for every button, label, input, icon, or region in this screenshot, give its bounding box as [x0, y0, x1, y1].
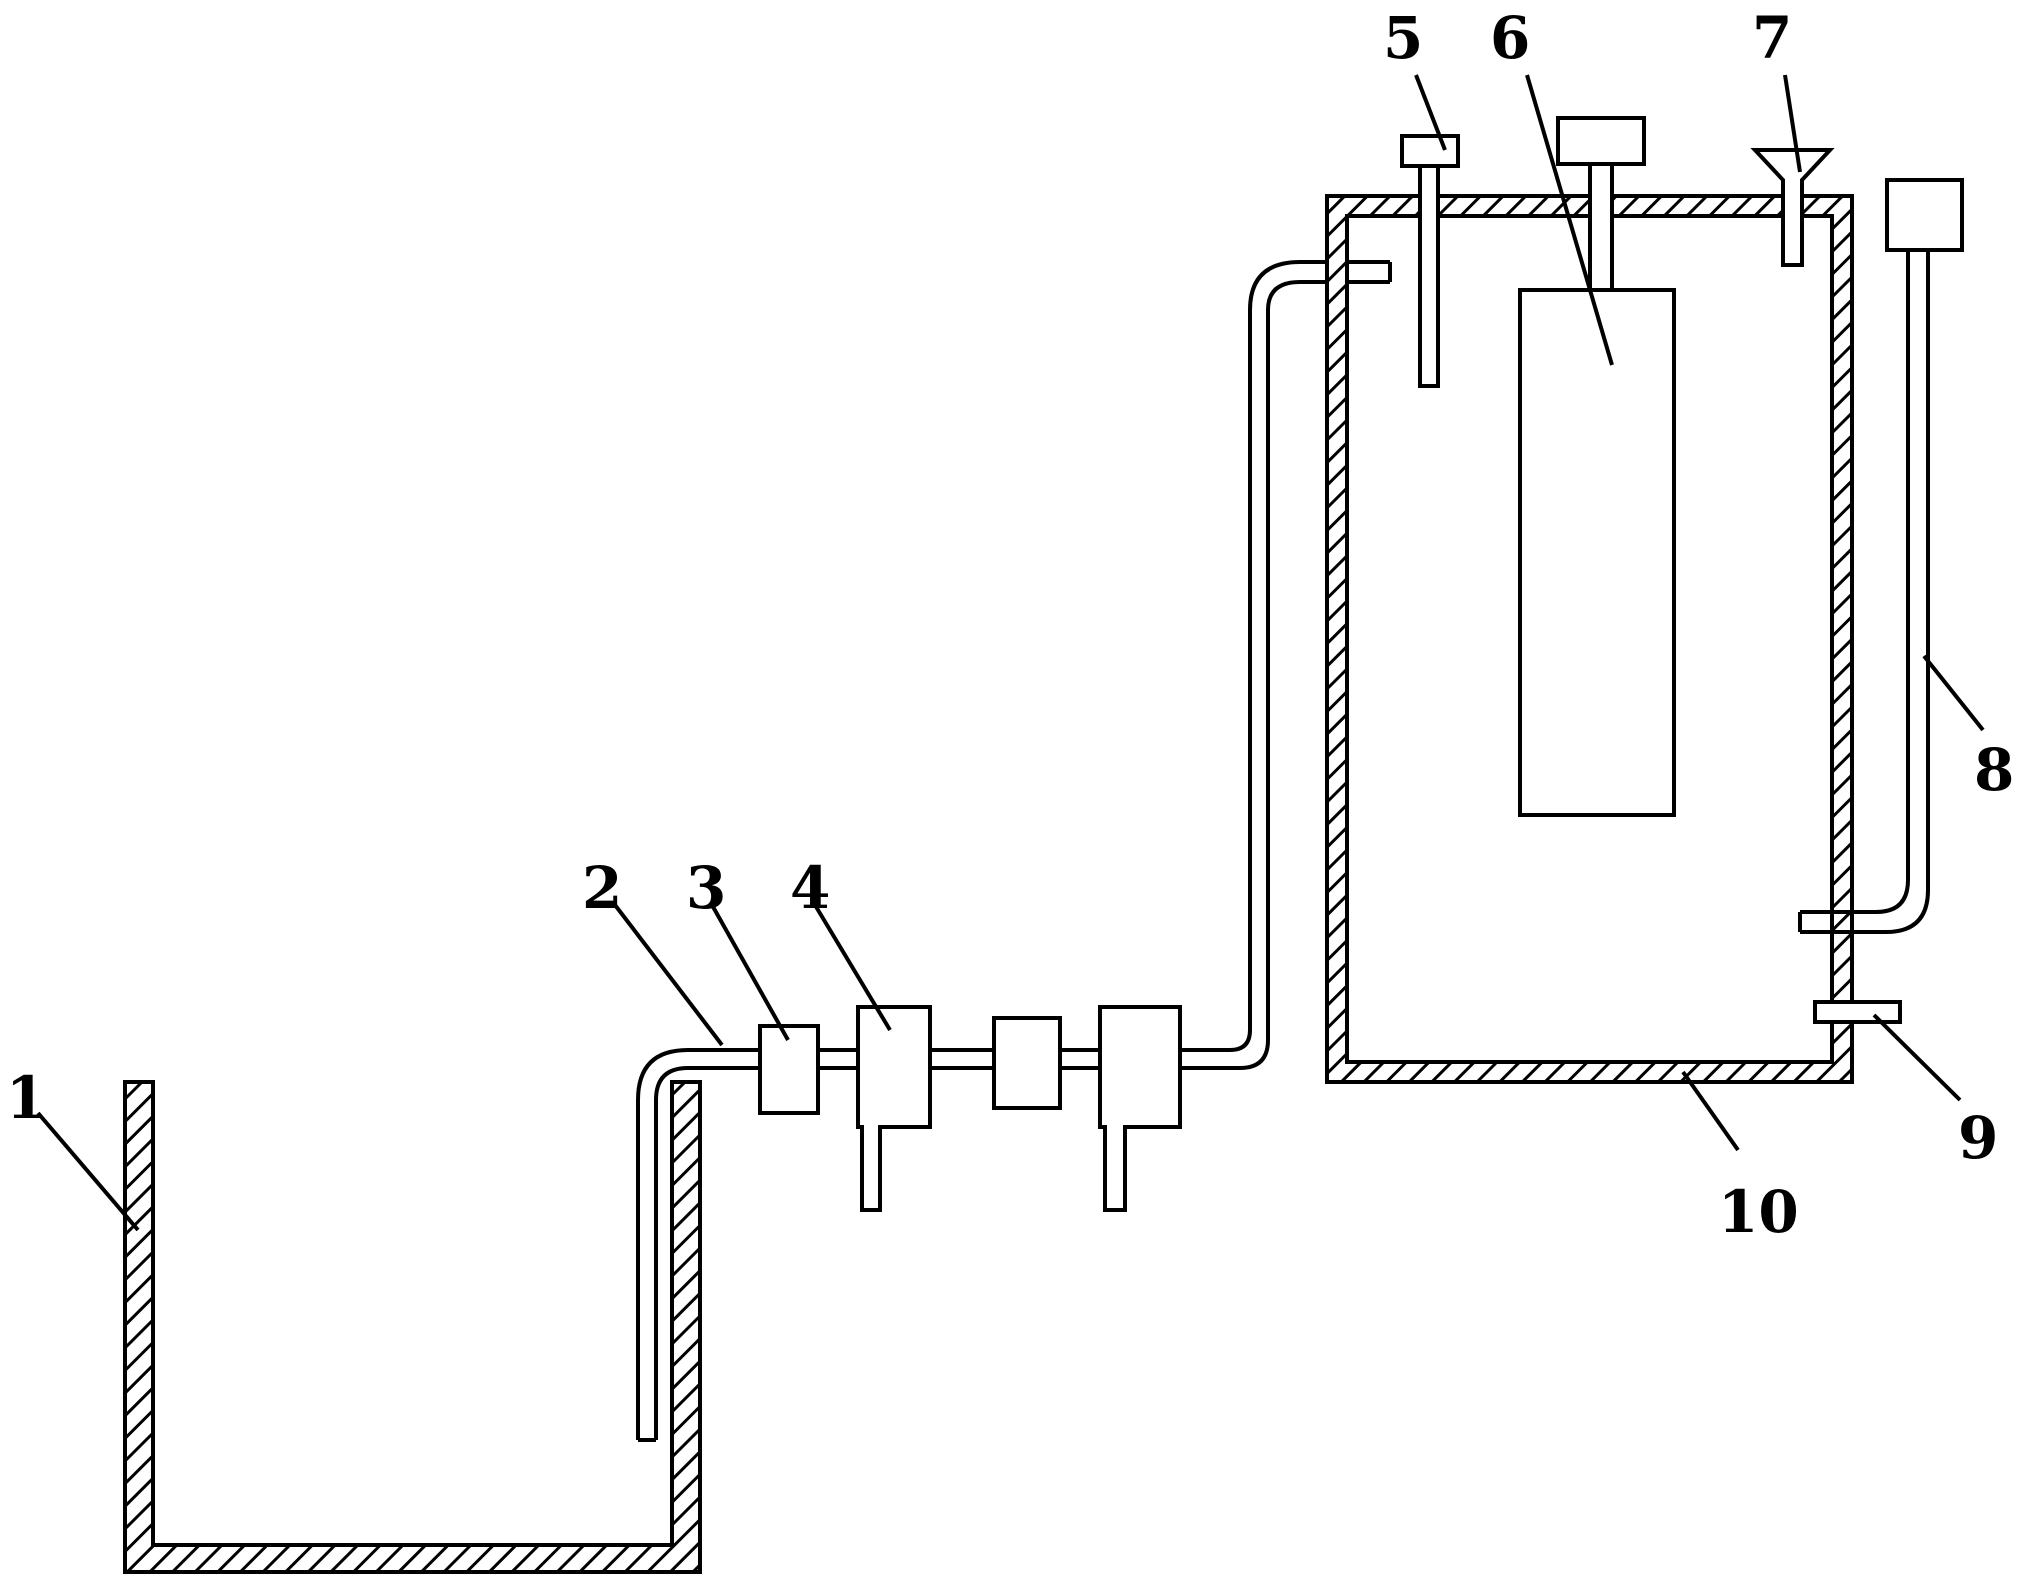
right-vessel	[1325, 194, 1854, 1084]
component-3-box	[758, 1024, 820, 1115]
label-6: 6	[1490, 4, 1530, 72]
label-9: 9	[1958, 1104, 1998, 1172]
label-7: 7	[1752, 4, 1792, 72]
probe-5	[1400, 134, 1460, 388]
electrode-6	[1518, 116, 1676, 817]
second-pump	[1098, 1005, 1182, 1212]
label-1: 1	[6, 1064, 46, 1132]
second-box	[992, 1016, 1062, 1110]
level-gauge-8	[1798, 178, 1964, 934]
left-tank-wall	[123, 1080, 702, 1574]
label-8: 8	[1974, 736, 2014, 804]
label-4: 4	[790, 854, 830, 922]
left-tank	[123, 1080, 702, 1574]
label-5: 5	[1383, 4, 1423, 72]
label-2: 2	[582, 854, 622, 922]
label-3: 3	[686, 854, 726, 922]
horizontal-pipeline	[818, 1048, 1100, 1070]
leader-lines	[36, 74, 1985, 1232]
riser-pipe	[1180, 260, 1392, 1070]
right-vessel-wall	[1325, 194, 1854, 1084]
drain-valve-9	[1813, 1000, 1902, 1024]
component-4-pump	[856, 1005, 932, 1212]
inlet-pipe	[636, 1048, 760, 1442]
label-10: 10	[1718, 1178, 1799, 1246]
funnel-7	[1750, 148, 1835, 267]
